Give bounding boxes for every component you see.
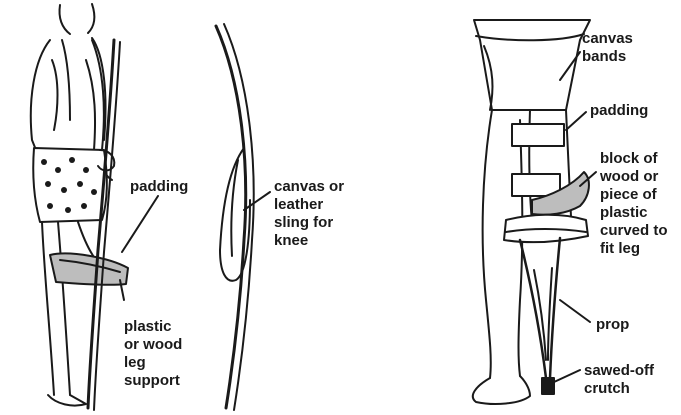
label-line: plastic — [600, 204, 668, 222]
label-line: bands — [582, 48, 633, 66]
child-figure-left — [31, 4, 128, 410]
label-prop: prop — [596, 316, 629, 334]
label-line: or wood — [124, 336, 182, 354]
label-line: leather — [274, 196, 344, 214]
label-line: knee — [274, 232, 344, 250]
label-line: piece of — [600, 186, 668, 204]
leg-crutch-figure — [473, 20, 590, 404]
label-line: padding — [130, 178, 188, 196]
stick-with-sling — [216, 24, 254, 410]
label-canvas-bands: canvas bands — [582, 30, 633, 66]
label-line: padding — [590, 102, 648, 120]
label-line: canvas — [582, 30, 633, 48]
label-line: wood or — [600, 168, 668, 186]
label-padding-right: padding — [590, 102, 648, 120]
label-line: plastic — [124, 318, 182, 336]
label-line: prop — [596, 316, 629, 334]
label-line: canvas or — [274, 178, 344, 196]
label-line: crutch — [584, 380, 654, 398]
label-line: fit leg — [600, 240, 668, 258]
label-canvas-or-leather-sling: canvas or leather sling for knee — [274, 178, 344, 250]
label-line: support — [124, 372, 182, 390]
label-line: block of — [600, 150, 668, 168]
label-padding-left: padding — [130, 178, 188, 196]
label-line: sling for — [274, 214, 344, 232]
label-line: leg — [124, 354, 182, 372]
label-line: sawed-off — [584, 362, 654, 380]
label-sawed-off-crutch: sawed-off crutch — [584, 362, 654, 398]
label-block-of-wood: block of wood or piece of plastic curved… — [600, 150, 668, 258]
label-plastic-or-wood-leg-support: plastic or wood leg support — [124, 318, 182, 390]
label-line: curved to — [600, 222, 668, 240]
